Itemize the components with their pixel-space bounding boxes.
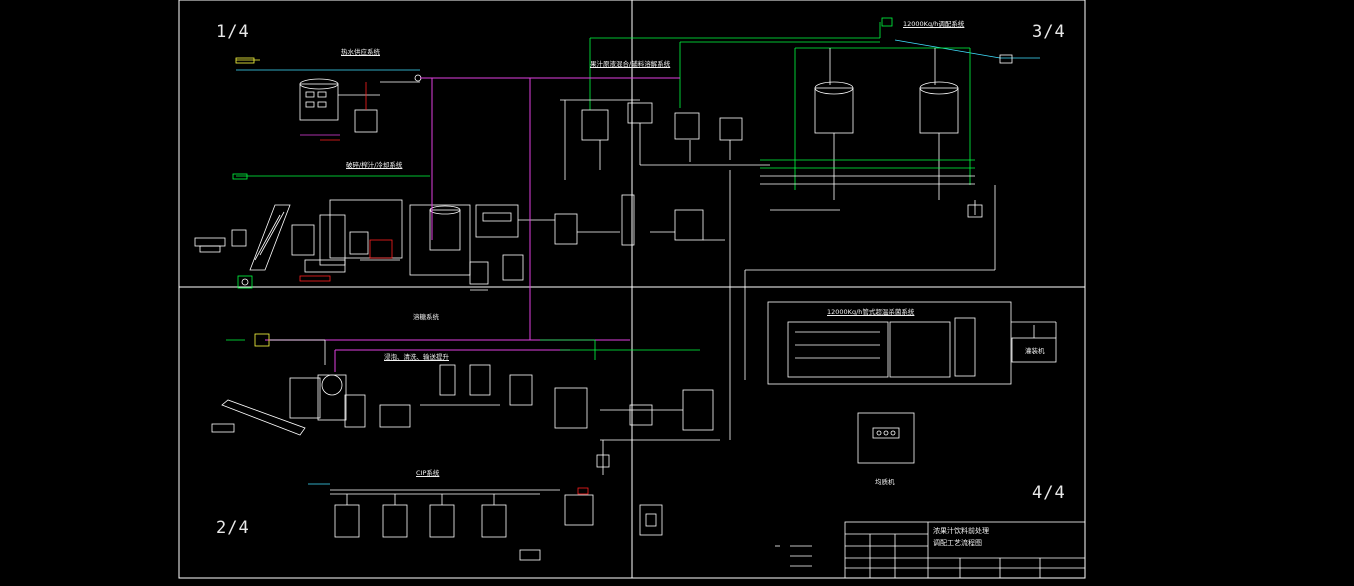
- juice-blend-label: 果汁原液混合/辅料溶解系统: [590, 60, 671, 68]
- cip-tank-3: [429, 504, 455, 538]
- blend-tank-1: [581, 109, 609, 141]
- sugar-label: 溶糖系统: [413, 313, 439, 321]
- washing-label: 浸泡、清洗、输送提升: [384, 353, 449, 361]
- sterilizer-label: 12000Kg/h管式超温杀菌系统: [827, 308, 915, 316]
- crusher: [291, 224, 315, 256]
- cip-system: [308, 483, 663, 561]
- washing-conveying-system: [211, 333, 720, 475]
- filter-column: [621, 194, 635, 246]
- filler-machine-label: 灌装机: [1025, 347, 1045, 355]
- press-unit: [329, 199, 403, 259]
- blend-tank-b: [919, 87, 959, 134]
- blend-tank-a: [814, 87, 854, 134]
- sterilizer-system: [767, 301, 1057, 464]
- juice-blending-system: [560, 37, 880, 246]
- quadrant-label-2: 2/4: [216, 518, 250, 538]
- heat-exchanger: [787, 321, 889, 378]
- sugar-dissolving-tank: [429, 209, 461, 251]
- cip-label: CIP系统: [416, 469, 440, 477]
- elevator-conveyor: [249, 204, 291, 271]
- sterilizer-frame: [767, 301, 1012, 385]
- title-block-line-2: 调配工艺流程图: [933, 539, 982, 547]
- buffer-tank-1: [554, 387, 588, 429]
- homogenizer-label: 均质机: [875, 478, 895, 486]
- hot-water-tank: [299, 83, 339, 121]
- magenta-pipeline: [265, 77, 680, 372]
- aseptic-label: 12000Kg/h调配系统: [903, 20, 965, 28]
- mixing-tank: [674, 209, 704, 241]
- quadrant-label-4: 4/4: [1032, 483, 1066, 503]
- blending-tanks-system: [729, 17, 1040, 440]
- drawing-frame: [178, 0, 1086, 579]
- quadrant-label-3: 3/4: [1032, 22, 1066, 42]
- crushing-pressing-system: [194, 173, 430, 289]
- cip-tank-4: [481, 504, 507, 538]
- buffer-tank-2: [682, 389, 714, 431]
- cip-tank-1: [334, 504, 360, 538]
- inclined-conveyor: [221, 399, 306, 436]
- homogenizer-box: [857, 412, 915, 464]
- blend-tank-3: [674, 112, 700, 140]
- quadrant-label-1: 1/4: [216, 22, 250, 42]
- hot-water-label: 热水供应系统: [341, 48, 380, 56]
- cip-tank-2: [382, 504, 408, 538]
- crushing-label: 破碎/榨汁/冷却系统: [346, 161, 403, 169]
- title-block: [775, 521, 1086, 579]
- title-block-line-1: 浓果汁饮料前处理: [933, 527, 989, 535]
- hot-water-system: [235, 57, 422, 141]
- sugar-dissolving-system: [409, 204, 620, 291]
